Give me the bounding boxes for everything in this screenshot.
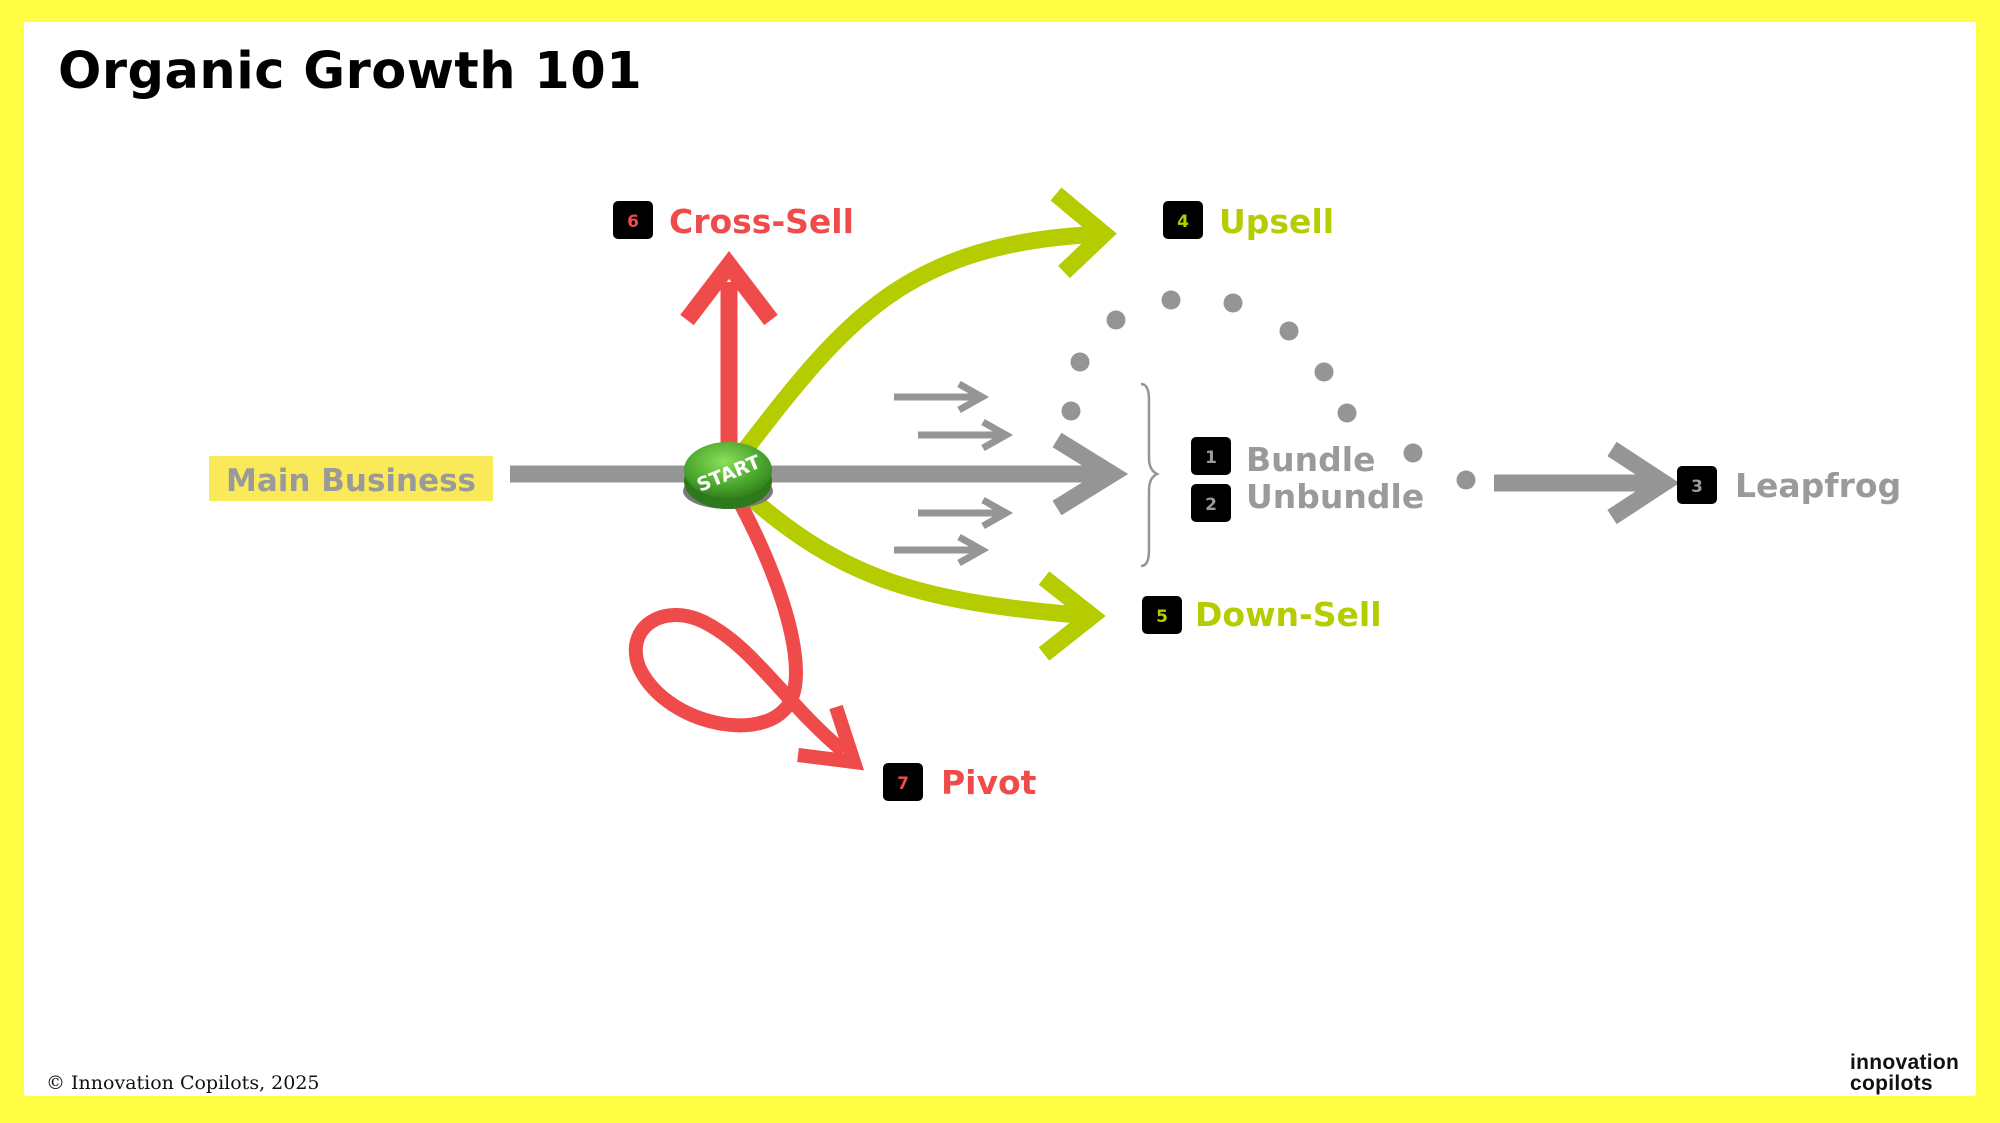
logo-line-1: innovation bbox=[1850, 1051, 1960, 1074]
copyright-notice: © Innovation Copilots, 2025 bbox=[46, 1072, 320, 1094]
main-arrow bbox=[510, 432, 1129, 516]
badge-number: 1 bbox=[1205, 448, 1217, 468]
badge-number: 5 bbox=[1156, 607, 1168, 627]
growth-diagram: Main Business bbox=[209, 187, 1901, 802]
pivot-arrow bbox=[628, 488, 865, 771]
option-unbundle: 2 Unbundle bbox=[1191, 477, 1424, 522]
small-arrows bbox=[894, 380, 1014, 567]
start-button[interactable]: START bbox=[683, 442, 773, 509]
bracket bbox=[1140, 382, 1160, 568]
leapfrog-dots bbox=[1061, 290, 1476, 490]
page-title: Organic Growth 101 bbox=[58, 42, 643, 101]
unbundle-label: Unbundle bbox=[1246, 477, 1424, 516]
option-leapfrog: 3 Leapfrog bbox=[1677, 466, 1901, 505]
option-pivot: 7 Pivot bbox=[883, 763, 1037, 802]
leapfrog-arrow bbox=[1494, 441, 1680, 525]
leapfrog-label: Leapfrog bbox=[1735, 466, 1901, 505]
badge-number: 7 bbox=[897, 774, 909, 794]
option-down-sell: 5 Down-Sell bbox=[1142, 595, 1382, 634]
bundle-label: Bundle bbox=[1246, 440, 1375, 479]
main-business-highlight bbox=[209, 456, 493, 501]
company-logo: innovation copilots bbox=[1850, 1052, 1959, 1094]
option-cross-sell: 6 Cross-Sell bbox=[613, 201, 854, 241]
badge-number: 4 bbox=[1177, 212, 1189, 232]
option-bundle: 1 Bundle bbox=[1191, 437, 1375, 479]
down-sell-label: Down-Sell bbox=[1195, 595, 1382, 634]
main-business-label: Main Business bbox=[226, 463, 476, 499]
option-upsell: 4 Upsell bbox=[1163, 201, 1334, 241]
badge-number: 6 bbox=[627, 212, 639, 232]
slide: Organic Growth 101 Main Business bbox=[24, 22, 1976, 1096]
upsell-label: Upsell bbox=[1219, 202, 1334, 241]
upsell-arrow bbox=[735, 187, 1117, 460]
cross-sell-label: Cross-Sell bbox=[669, 202, 854, 241]
cross-sell-arrow bbox=[680, 250, 778, 454]
logo-line-2: copilots bbox=[1850, 1072, 1933, 1095]
badge-number: 3 bbox=[1691, 477, 1703, 497]
down-sell-arrow bbox=[736, 483, 1106, 661]
pivot-label: Pivot bbox=[941, 763, 1037, 802]
badge-number: 2 bbox=[1205, 495, 1217, 515]
